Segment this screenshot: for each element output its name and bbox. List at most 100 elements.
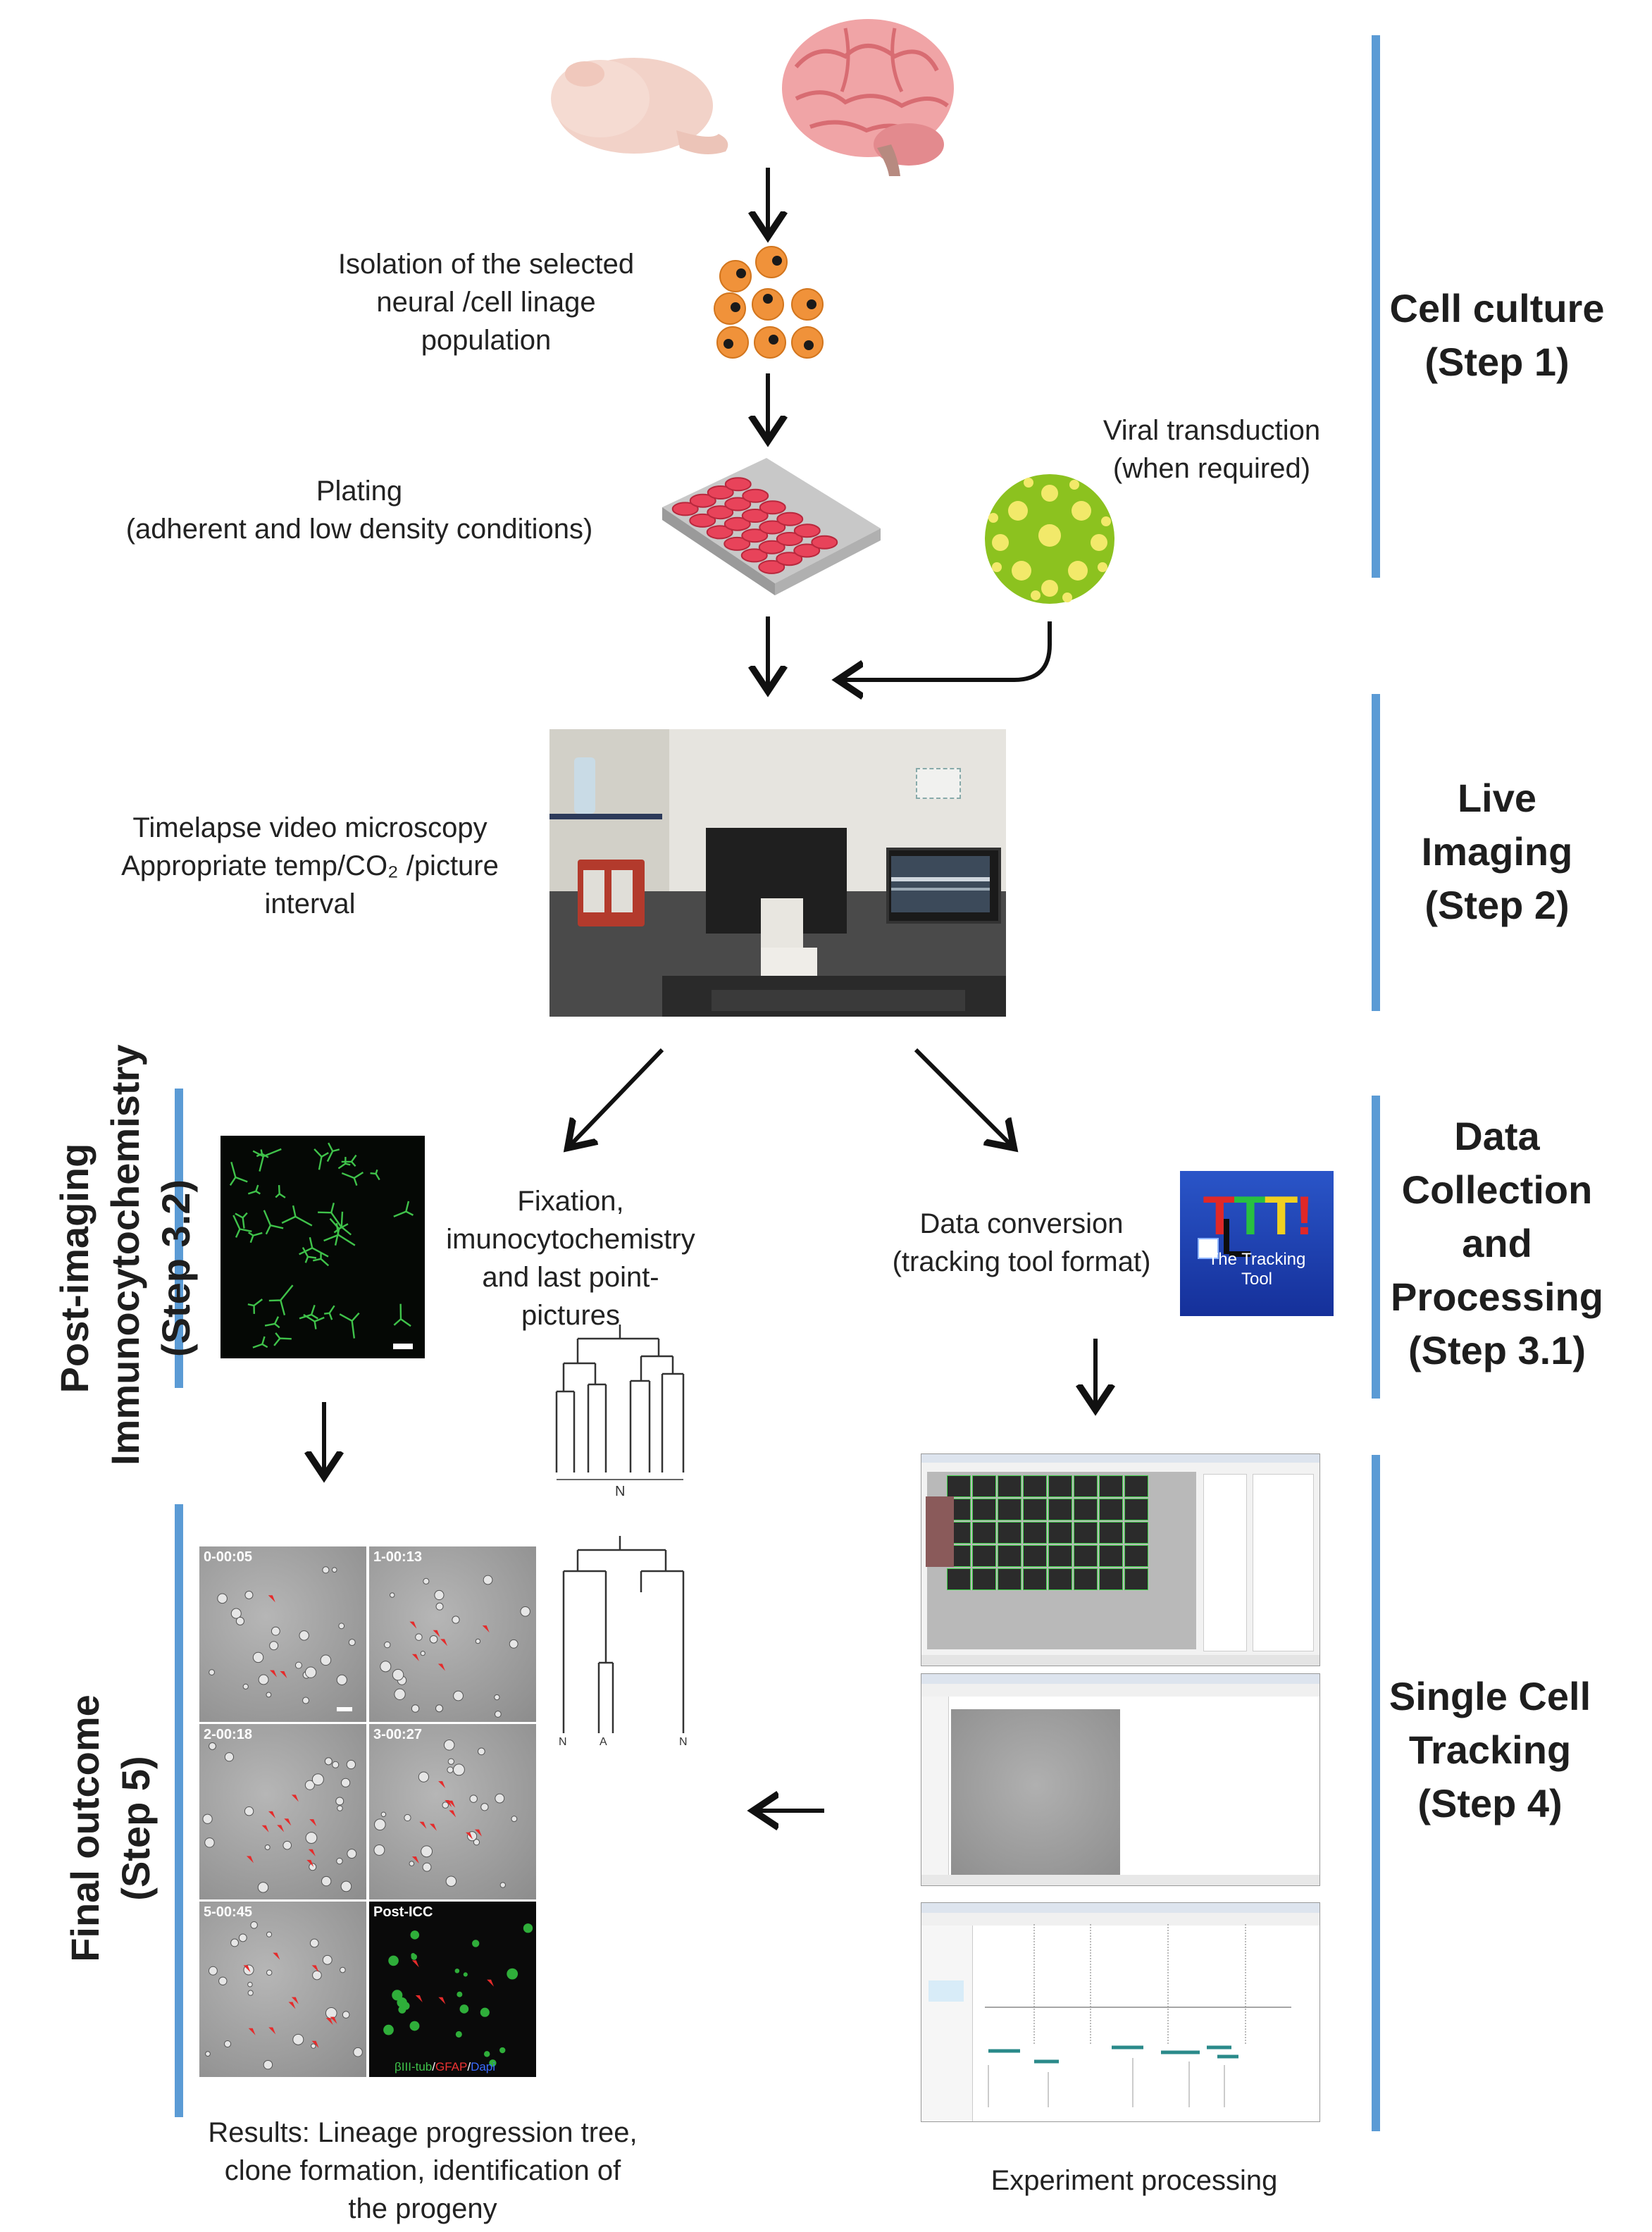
- track-marker: [466, 1832, 473, 1840]
- cell-spot: [455, 2031, 462, 2038]
- cell-spot: [340, 1778, 351, 1787]
- track-marker: [311, 2040, 319, 2048]
- mosaic-tile: [998, 1499, 1021, 1520]
- mosaic-tile: [998, 1522, 1021, 1544]
- cell-spot: [511, 1816, 518, 1823]
- tracking-screenshot-cells: [921, 1673, 1320, 1886]
- tracking-screenshot-mosaic: [921, 1453, 1320, 1666]
- cell-spot: [252, 1651, 264, 1663]
- track-marker: [268, 2027, 276, 2035]
- cell-spot: [250, 1921, 258, 1929]
- mosaic-tile: [1048, 1522, 1072, 1544]
- track-marker: [448, 1800, 456, 1808]
- fluorescent-cell: [299, 1304, 318, 1320]
- timelapse-timestamp: 3-00:27: [373, 1727, 422, 1742]
- cell-spot: [410, 1930, 420, 1940]
- cell-spot: [489, 2059, 497, 2067]
- plate-well: [758, 540, 785, 554]
- cell-spot: [373, 1844, 385, 1856]
- cell-spot: [499, 2047, 506, 2054]
- cell-spot: [340, 1880, 352, 1892]
- mosaic-tile: [947, 1475, 971, 1497]
- cell-spot: [299, 1630, 309, 1641]
- cell-spot: [423, 1577, 430, 1585]
- mosaic-tile: [1074, 1499, 1098, 1520]
- track-marker: [429, 1823, 437, 1831]
- immunocytochemistry-image: [221, 1136, 425, 1358]
- track-marker: [411, 1654, 419, 1661]
- mosaic-tile: [972, 1522, 996, 1544]
- mosaic-tile: [1074, 1475, 1098, 1497]
- cell-spot: [447, 1766, 454, 1773]
- track-marker: [306, 1859, 314, 1867]
- cell-spot: [311, 1773, 324, 1786]
- cell-spot: [420, 1651, 426, 1656]
- plate-well: [724, 497, 752, 512]
- cell-spot: [338, 1623, 345, 1630]
- track-marker: [246, 1856, 254, 1864]
- mosaic-tile: [1124, 1545, 1148, 1567]
- cell-spot: [266, 1969, 273, 1976]
- cell-spot: [242, 1683, 249, 1690]
- plate-well: [706, 525, 733, 540]
- cell-spot: [218, 1976, 228, 1985]
- cell-spot: [443, 1740, 455, 1751]
- cell-spot: [347, 1849, 357, 1859]
- fluorescent-cell: [248, 1232, 263, 1244]
- fluorescent-cell: [235, 1212, 248, 1229]
- cell-spot: [217, 1593, 228, 1604]
- fluorescent-cell: [323, 1305, 335, 1320]
- track-marker: [261, 1825, 269, 1833]
- step-final-outcome: Final outcome(Step 5): [63, 1694, 158, 1962]
- mosaic-tile: [1124, 1522, 1148, 1544]
- track-marker: [438, 1781, 446, 1789]
- cell-spot: [257, 1882, 269, 1893]
- fluorescent-cell: [370, 1169, 380, 1181]
- fluorescent-cell: [247, 1184, 261, 1195]
- cell-spot: [404, 1814, 411, 1822]
- track-marker: [280, 1670, 287, 1678]
- fluorescent-cell: [264, 1316, 280, 1329]
- cell-spot: [494, 1694, 500, 1701]
- timelapse-panel: 5-00:45: [199, 1902, 366, 2077]
- cell-spot: [394, 1688, 406, 1700]
- step-bar-cell-culture: [1372, 35, 1380, 578]
- timelapse-timestamp: 2-00:18: [204, 1727, 252, 1742]
- cell-spot: [244, 1590, 254, 1599]
- fluorescent-cell: [339, 1312, 360, 1339]
- cell-spot: [309, 1863, 317, 1871]
- mosaic-tile: [1124, 1499, 1148, 1520]
- cell-spot: [205, 2051, 211, 2057]
- plate-well: [723, 516, 751, 531]
- cell-spot: [409, 2021, 420, 2031]
- step-bar-post-imaging: [175, 1089, 183, 1388]
- cell-spot: [336, 1674, 347, 1685]
- cell-spot: [342, 2011, 350, 2019]
- cell-spot: [411, 1954, 418, 1960]
- cell-spot: [340, 1966, 346, 1973]
- cell-spot: [452, 1616, 460, 1624]
- flow-arrows: [324, 168, 1095, 1811]
- cell-spot: [523, 1923, 533, 1933]
- plate-well: [793, 523, 821, 538]
- fluorescent-cell: [393, 1201, 414, 1217]
- cell-spot: [459, 2004, 469, 2014]
- track-marker: [445, 1799, 452, 1807]
- mosaic-tile: [1099, 1545, 1123, 1567]
- cell-spot: [434, 1589, 445, 1601]
- plate-well: [776, 552, 803, 566]
- plate-well: [723, 536, 751, 551]
- cell-spot: [238, 1933, 247, 1942]
- microscope-photo: [549, 729, 1006, 1017]
- cell-spot: [435, 1704, 443, 1713]
- mosaic-tile: [1099, 1568, 1123, 1590]
- fluorescent-cell: [341, 1154, 357, 1167]
- step-bar-data-collection: [1372, 1096, 1380, 1399]
- track-marker: [419, 1821, 427, 1829]
- cell-spot: [390, 1592, 395, 1598]
- fluorescent-cell: [341, 1172, 364, 1186]
